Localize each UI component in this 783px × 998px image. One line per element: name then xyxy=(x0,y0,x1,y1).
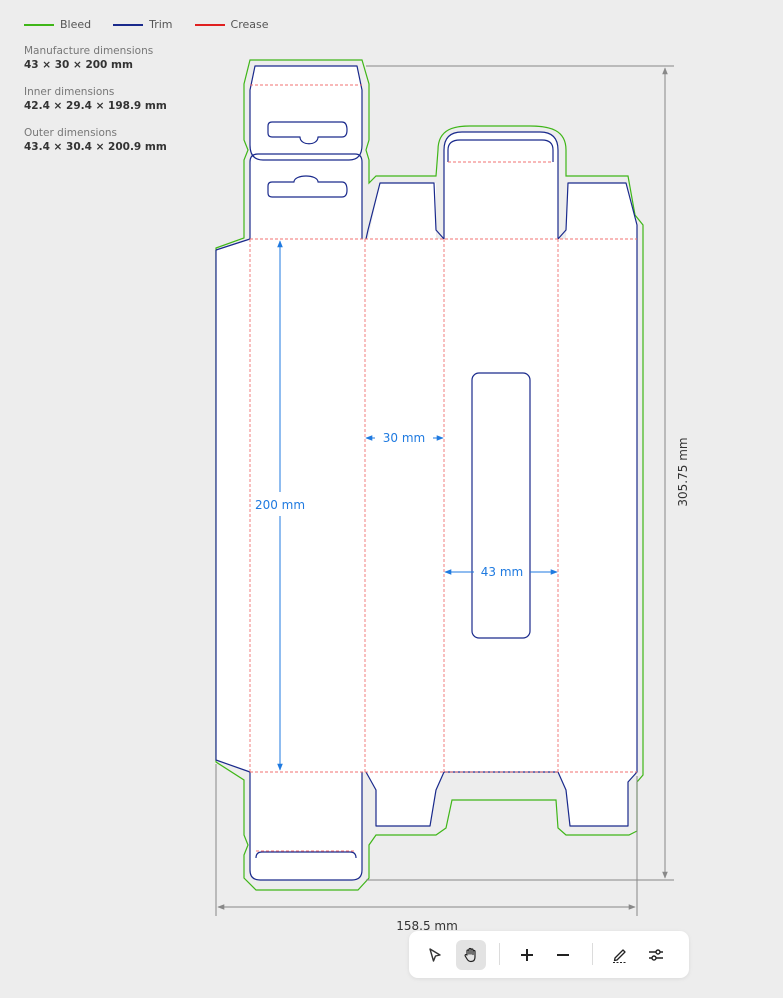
total-height-label: 305.75 mm xyxy=(676,437,690,506)
crease-swatch xyxy=(194,23,225,26)
legend-item-trim: Trim xyxy=(113,18,173,31)
legend-item-bleed: Bleed xyxy=(24,18,91,31)
hand-tool-button[interactable] xyxy=(456,940,486,970)
dim-value: 43 × 30 × 200 mm xyxy=(24,59,133,71)
total-width-label: 158.5 mm xyxy=(396,919,458,933)
outer-dimensions: Outer dimensions 43.4 × 30.4 × 200.9 mm xyxy=(24,126,204,155)
legend-item-crease: Crease xyxy=(194,18,269,31)
dim-value: 43.4 × 30.4 × 200.9 mm xyxy=(24,141,167,153)
toolbar-separator xyxy=(499,943,500,965)
dim-label: Outer dimensions xyxy=(24,127,118,139)
pen-tool-button[interactable] xyxy=(605,940,635,970)
depth-label: 30 mm xyxy=(383,431,425,445)
inner-dimension-arrows xyxy=(277,240,558,771)
canvas-toolbar xyxy=(409,931,689,978)
zoom-out-icon xyxy=(557,954,569,956)
zoom-in-button[interactable] xyxy=(512,940,542,970)
dim-label: Inner dimensions xyxy=(24,86,115,98)
pointer-tool-button[interactable] xyxy=(420,940,450,970)
settings-sliders-icon xyxy=(649,949,663,961)
toolbar-separator xyxy=(592,943,593,965)
pen-icon xyxy=(613,949,627,963)
trim-swatch xyxy=(113,23,144,26)
manufacture-dimensions: Manufacture dimensions 43 × 30 × 200 mm xyxy=(24,44,204,73)
overall-dimension-lines xyxy=(215,65,674,916)
pointer-icon xyxy=(429,948,441,962)
legend: Bleed Trim Crease xyxy=(24,18,269,31)
dimensions-panel: Manufacture dimensions 43 × 30 × 200 mm … xyxy=(24,44,204,167)
length-label: 200 mm xyxy=(255,498,305,512)
bleed-outline xyxy=(215,59,644,891)
settings-button[interactable] xyxy=(641,940,671,970)
dim-label: Manufacture dimensions xyxy=(24,45,154,57)
panel-fills xyxy=(216,66,637,880)
legend-label: Bleed xyxy=(60,18,92,31)
inner-dimensions: Inner dimensions 42.4 × 29.4 × 198.9 mm xyxy=(24,85,204,114)
legend-label: Crease xyxy=(230,18,269,31)
zoom-out-button[interactable] xyxy=(548,940,578,970)
dim-value: 42.4 × 29.4 × 198.9 mm xyxy=(24,100,167,112)
hand-icon xyxy=(464,947,476,963)
legend-label: Trim xyxy=(149,18,173,31)
zoom-in-icon xyxy=(521,949,533,961)
bleed-swatch xyxy=(24,23,54,26)
crease-lines xyxy=(249,84,637,852)
width-label: 43 mm xyxy=(481,565,523,579)
